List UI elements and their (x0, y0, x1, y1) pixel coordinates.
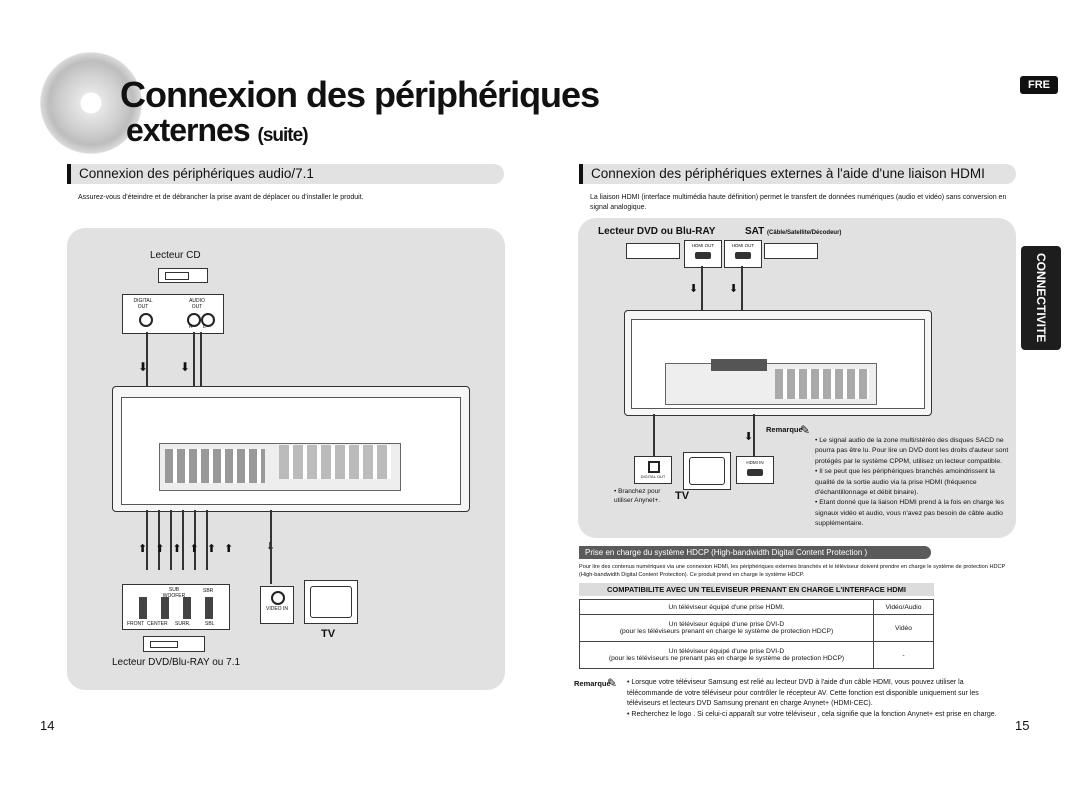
digital-out-label: DIGITAL OUT (640, 474, 666, 479)
table-cell: Un téléviseur équipé d'une prise DVI-D(p… (579, 614, 874, 642)
sat-hdmi-out-panel: HDMI OUT (724, 240, 762, 268)
tv-icon (683, 452, 731, 490)
pencil-icon: ✎ (607, 676, 618, 690)
arrow-up-icons: ⬆⬆⬆⬆⬆⬆ (138, 543, 242, 555)
l-label: L (203, 324, 206, 330)
tv-label: TV (675, 490, 690, 502)
note-item: • Recherchez le logo . Si celui-ci appar… (627, 710, 997, 718)
receiver-rear-panel-icon (624, 310, 932, 416)
hdmi-tv-cable (753, 414, 755, 456)
note-item: • Etant donné que la liaison HDMI prend … (815, 499, 1005, 528)
cd-output-panel: DIGITAL OUT AUDIO OUT R L (122, 294, 224, 334)
dvd-player-icon (143, 636, 205, 652)
sbr-label: SBR (203, 588, 214, 594)
table-row: Un téléviseur équipé d'une prise DVI-D(p… (579, 641, 934, 669)
note-item: • Lorsque votre téléviseur Samsung est r… (627, 679, 979, 708)
table-row: Un téléviseur équipé d'une prise HDMI. V… (579, 599, 934, 615)
arrow-down-icon: ⬇ (138, 360, 149, 374)
right-intro: La liaison HDMI (interface multimédia ha… (590, 194, 1007, 211)
hdcp-text: Pour lire des contenus numériques via un… (579, 564, 1006, 578)
table-row: Un téléviseur équipé d'une prise DVI-D(p… (579, 614, 934, 642)
arrow-down-icon: ⬇ (180, 360, 191, 374)
front-label: FRONT (127, 621, 145, 627)
hdmi-cable (741, 266, 743, 314)
surr-label: SURR. (175, 621, 191, 627)
video-in-panel: VIDEO IN (260, 586, 294, 624)
left-intro: Assurez-vous d'éteindre et de débrancher… (78, 194, 364, 201)
dvd-bluray-label: Lecteur DVD ou Blu-RAY (598, 226, 716, 237)
sat-box-icon (764, 243, 818, 259)
arrow-down-icon: ⬇ (729, 283, 739, 295)
sat-name: SAT (745, 226, 765, 237)
bottom-notes: • Lorsque votre téléviseur Samsung est r… (627, 678, 1011, 720)
left-section-title: Connexion des périphériques audio/7.1 (67, 164, 504, 184)
hdmi-out-label: HDMI OUT (731, 243, 755, 248)
sat-label: SAT (Câble/Satellite/Décodeur) (745, 226, 841, 237)
anynet-branch-note: • Branchez pour utiliser Anynet+. (614, 488, 661, 504)
hdmi-cable (701, 266, 703, 314)
hdmi-out-label: HDMI OUT (691, 243, 715, 248)
audio-r-jack-icon (187, 313, 201, 327)
sbl-label: SBL (205, 621, 215, 627)
pencil-icon: ✎ (800, 423, 811, 437)
remarque-label: Remarque (766, 425, 803, 434)
table-cell: Un téléviseur équipé d'une prise DVI-D(p… (579, 641, 874, 669)
arrow-down-icon: ⬇ (744, 431, 754, 443)
page-number-right: 15 (1015, 718, 1030, 733)
compat-table: Un téléviseur équipé d'une prise HDMI. V… (579, 599, 934, 669)
page-title-line2: externes (suite) (126, 112, 309, 149)
language-badge: FRE (1020, 76, 1058, 94)
audio-out-label: AUDIO OUT (189, 298, 205, 310)
dvd-hdmi-out-panel: HDMI OUT (684, 240, 722, 268)
video-in-label: VIDEO IN (266, 606, 288, 612)
cd-player-label: Lecteur CD (150, 250, 201, 261)
table-cell: Vidéo (873, 614, 934, 642)
subwoofer-label: SUB WOOFER (162, 587, 186, 599)
table-cell: - (873, 641, 934, 669)
digital-cable (653, 414, 655, 458)
compat-title: COMPATIBILITE AVEC UN TELEVISEUR PRENANT… (579, 583, 934, 596)
arrow-down-icon: ⬇ (689, 283, 699, 295)
table-cell: Vidéo/Audio (873, 599, 934, 615)
hdcp-title: Prise en charge du système HDCP (High-ba… (579, 546, 931, 559)
disc-graphic (40, 52, 142, 154)
digital-out-panel: DIGITAL OUT (634, 456, 672, 484)
tv-icon (304, 580, 358, 624)
note-item: • Le signal audio de la zone multi/stéré… (815, 437, 1009, 465)
page-number-left: 14 (40, 718, 55, 733)
section-tab: CONNECTIVITE (1021, 246, 1061, 350)
sat-sub: (Câble/Satellite/Décodeur) (767, 230, 842, 236)
center-label: CENTER (147, 621, 168, 627)
remarque-notes: • Le signal audio de la zone multi/stéré… (815, 436, 1010, 530)
tv-label: TV (321, 628, 336, 640)
dvd-player-icon (626, 243, 680, 259)
title-suffix: (suite) (257, 125, 309, 146)
right-section-title: Connexion des périphériques externes à l… (579, 164, 1016, 184)
video-cable (270, 510, 272, 584)
digital-out-label: DIGITAL OUT (133, 298, 153, 310)
hdmi-in-label: HDMI IN (746, 460, 764, 465)
dvd-output-panel: SUB WOOFER SBR FRONT CENTER SURR. SBL (122, 584, 230, 630)
digital-jack-icon (139, 313, 153, 327)
cd-player-icon (158, 268, 208, 283)
title-word: externes (126, 112, 251, 148)
remarque-label: Remarque (574, 679, 611, 688)
dvd-player-label: Lecteur DVD/Blu-RAY ou 7.1 (112, 657, 241, 668)
audio-l-jack-icon (201, 313, 215, 327)
receiver-rear-panel-icon (112, 386, 470, 512)
r-label: R (189, 324, 193, 330)
hdmi-in-panel: HDMI IN (736, 456, 774, 484)
cable-line (200, 332, 202, 392)
cable-line (146, 332, 148, 392)
table-cell: Un téléviseur équipé d'une prise HDMI. (579, 599, 874, 615)
cable-line (193, 332, 195, 392)
speaker-cables (146, 510, 216, 570)
page-title: Connexion des périphériques (120, 74, 600, 115)
note-item: • Il se peut que les périphériques branc… (815, 468, 995, 497)
